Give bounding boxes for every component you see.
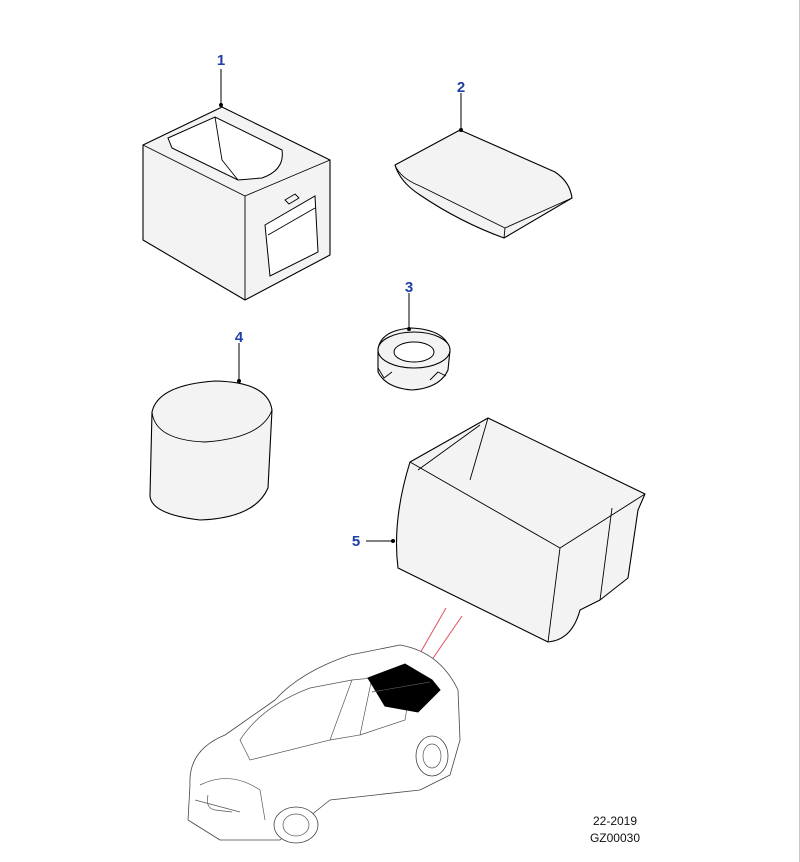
leader-5-dot	[391, 539, 395, 543]
vehicle-locator-suv	[187, 644, 461, 844]
part-2-floor-panel[interactable]	[394, 129, 573, 239]
callout-4: 4	[235, 329, 244, 346]
part-5-load-tray[interactable]	[395, 417, 646, 643]
part-1-storage-box[interactable]	[142, 106, 331, 301]
callout-3: 3	[405, 279, 413, 296]
leader-4-dot	[237, 379, 241, 383]
leader-2-dot	[459, 128, 463, 132]
footer-date: 22-2019	[592, 814, 638, 828]
footer-code: GZ00030	[589, 831, 641, 845]
part-3-ring-spacer[interactable]	[377, 327, 451, 391]
callout-1: 1	[217, 52, 225, 69]
part-4-foam-insert[interactable]	[149, 380, 273, 521]
leader-1-dot	[219, 103, 223, 107]
callout-5: 5	[352, 533, 360, 550]
highlight-area	[367, 663, 441, 713]
callout-2: 2	[457, 79, 465, 96]
leader-3-dot	[407, 327, 411, 331]
